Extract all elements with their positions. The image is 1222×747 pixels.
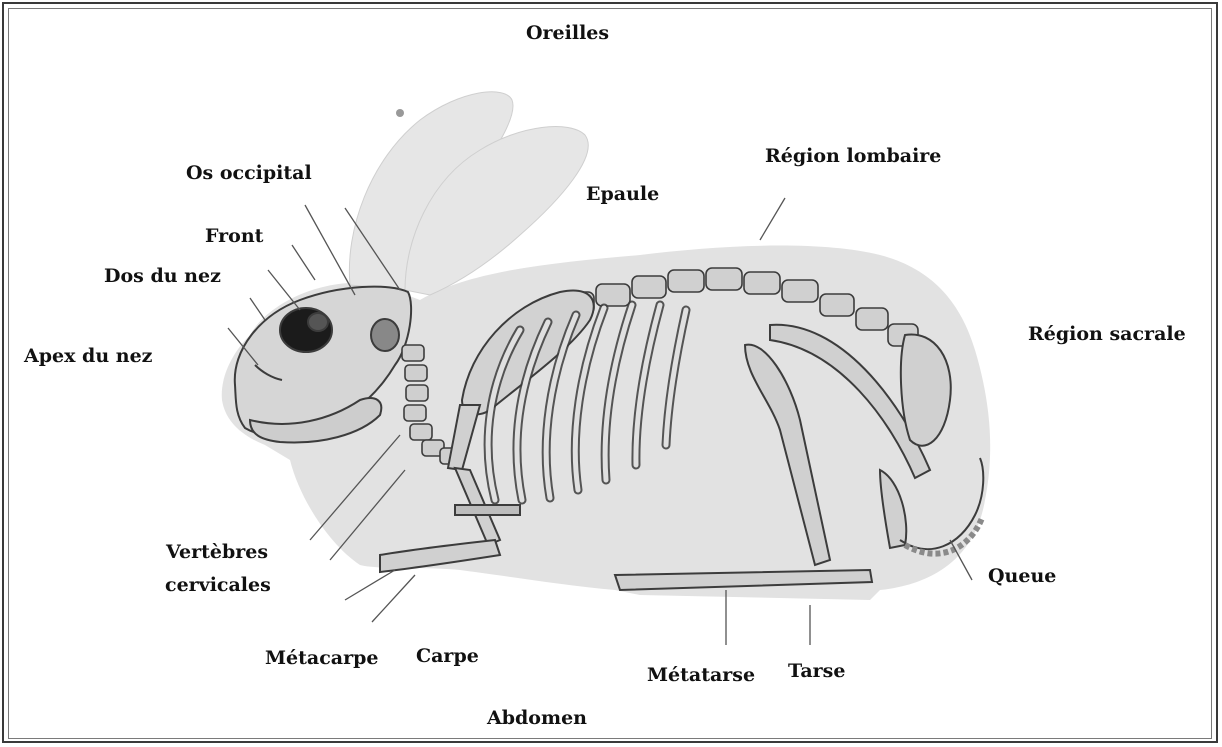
label-region-lombaire: Région lombaire — [765, 145, 941, 167]
label-apex-du-nez: Apex du nez — [24, 345, 152, 367]
label-metatarse: Métatarse — [647, 664, 755, 686]
label-oreilles: Oreilles — [526, 22, 609, 44]
label-metacarpe: Métacarpe — [265, 647, 378, 669]
label-carpe: Carpe — [416, 645, 479, 667]
label-dos-du-nez: Dos du nez — [104, 265, 221, 287]
label-vertebres-line2: cervicales — [165, 574, 271, 596]
label-abdomen: Abdomen — [487, 707, 587, 729]
label-queue: Queue — [988, 565, 1056, 587]
stray-dot — [396, 109, 404, 117]
label-region-sacrale: Région sacrale — [1028, 323, 1186, 345]
label-epaule: Epaule — [586, 183, 659, 205]
label-vertebres-line1: Vertèbres — [166, 541, 268, 563]
label-os-occipital: Os occipital — [186, 162, 312, 184]
label-front: Front — [205, 225, 263, 247]
ear-canal — [371, 319, 399, 351]
label-tarse: Tarse — [788, 660, 845, 682]
